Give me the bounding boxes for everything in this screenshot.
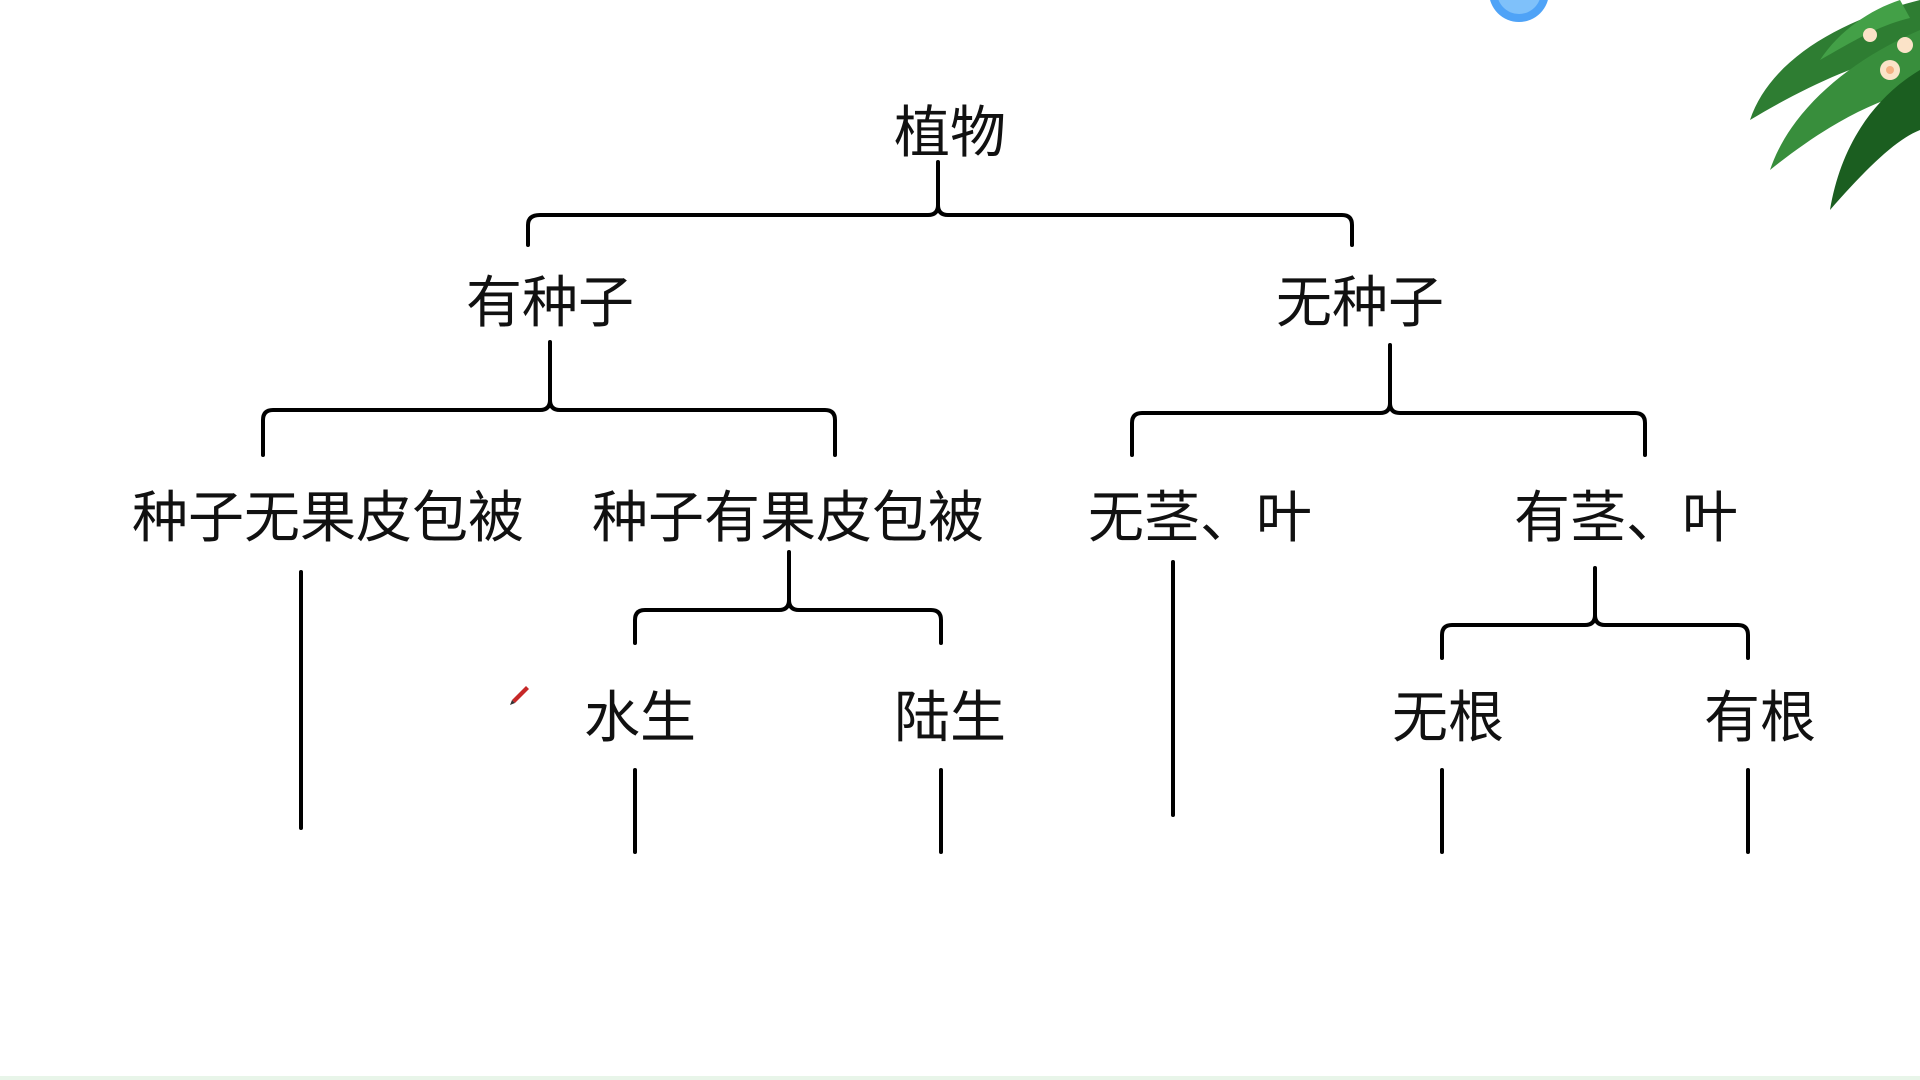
node-ang: 种子有果皮包被 [592, 486, 984, 551]
node-noroot: 无根 [1392, 686, 1504, 751]
node-nostem: 无茎、叶 [1088, 486, 1312, 551]
brace-ang [633, 550, 943, 645]
node-noseed: 无种子 [1276, 271, 1444, 336]
node-stem: 有茎、叶 [1514, 486, 1738, 551]
circle-badge-icon [1490, 0, 1548, 22]
node-gym: 种子无果皮包被 [132, 486, 524, 551]
node-root: 植物 [894, 101, 1006, 166]
node-seed: 有种子 [466, 271, 634, 336]
node-land: 陆生 [894, 686, 1006, 751]
node-water: 水生 [584, 686, 696, 751]
brace-stem [1440, 566, 1750, 660]
node-root2: 有根 [1704, 686, 1816, 751]
brace-seed [261, 340, 837, 457]
brace-root [526, 160, 1354, 247]
pen-cursor-icon [510, 686, 529, 705]
bottom-edge-bar [0, 1076, 1920, 1080]
palm-leaf-icon [1750, 0, 1920, 210]
brace-noseed [1130, 343, 1647, 457]
